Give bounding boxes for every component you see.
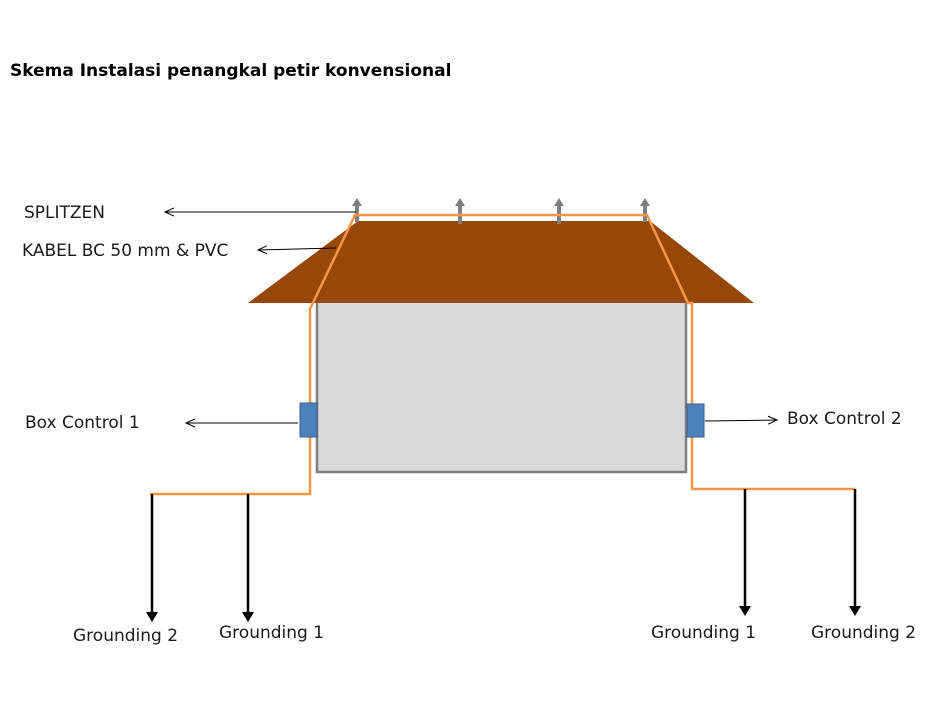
grounding-right-outer-label: Grounding 2	[811, 623, 916, 643]
splitzen-group	[352, 198, 650, 224]
diagram-title: Skema Instalasi penangkal petir konvensi…	[10, 61, 451, 81]
grounding-left-outer-label: Grounding 2	[73, 626, 178, 646]
box-control-2-callout-arrow	[704, 420, 777, 421]
box-control-2-label: Box Control 2	[787, 409, 902, 429]
building-wall	[315, 299, 688, 474]
splitzen-label: SPLITZEN	[24, 203, 105, 223]
grounding-arrow-icon	[242, 612, 254, 622]
cable-label: KABEL BC 50 mm & PVC	[22, 241, 228, 261]
grounding-rods	[146, 489, 861, 622]
grounding-left-inner-label: Grounding 1	[219, 623, 324, 643]
grounding-arrow-icon	[849, 606, 861, 616]
splitzen-rod	[554, 198, 564, 224]
splitzen-rod	[640, 198, 650, 222]
grounding-right-inner-label: Grounding 1	[651, 623, 756, 643]
box-control-1-label: Box Control 1	[25, 413, 140, 433]
splitzen-rod	[352, 198, 362, 222]
box-control-1	[299, 402, 318, 438]
grounding-arrow-icon	[146, 612, 158, 622]
roof	[248, 221, 754, 303]
box-control-2	[686, 403, 705, 438]
cable-callout-arrow	[258, 248, 337, 250]
grounding-arrow-icon	[739, 606, 751, 616]
splitzen-rod	[455, 198, 465, 224]
